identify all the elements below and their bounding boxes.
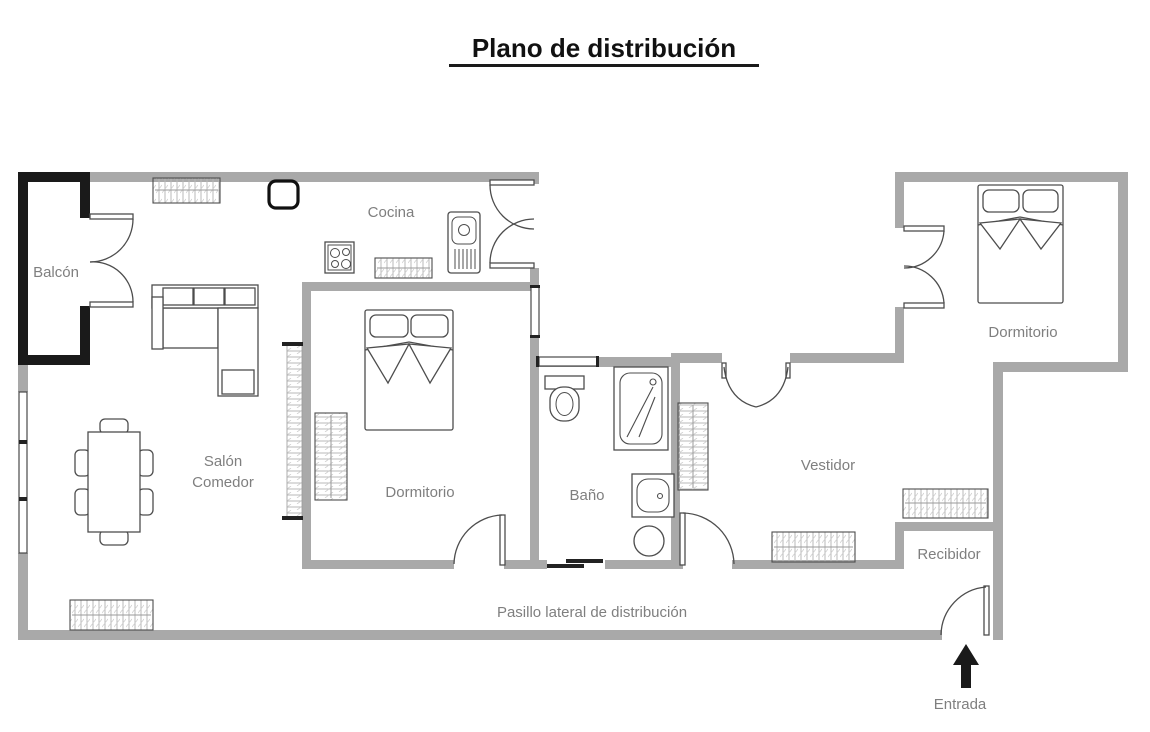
door-balcony-french (89, 213, 134, 308)
door-vestidor-patio-french (721, 362, 791, 408)
radiator-kitchen (374, 257, 433, 279)
page-title-text: Plano de distribución (472, 33, 736, 63)
sink-icon (631, 473, 675, 518)
door-entrance (940, 585, 990, 636)
label-living-1: Salón (204, 453, 242, 470)
radiator-living-top (152, 177, 221, 204)
window-living-room (18, 391, 28, 554)
door-bedroom1 (453, 514, 506, 566)
label-bedroom2: Dormitorio (988, 324, 1057, 341)
dining-table (87, 431, 141, 533)
wardrobe-living-wall (282, 342, 303, 520)
label-bedroom1: Dormitorio (385, 484, 454, 501)
door-bedroom2-french (903, 225, 945, 309)
walls (18, 172, 1128, 640)
stove-icon (324, 241, 355, 274)
bed-bedroom2 (977, 184, 1064, 304)
door-vestidor (679, 512, 735, 566)
label-hall: Recibidor (917, 546, 980, 563)
label-entrance: Entrada (934, 696, 987, 713)
label-dressing: Vestidor (801, 457, 855, 474)
bidet-icon (633, 525, 665, 557)
balcony-walls (18, 172, 90, 365)
bed-bedroom1 (364, 309, 454, 431)
door-bathroom-sliding (547, 559, 603, 568)
dining-table-and-chairs (74, 418, 154, 546)
radiator-bedroom1 (314, 412, 348, 501)
sofa (151, 284, 259, 397)
title-underline (449, 64, 759, 67)
label-bathroom: Baño (569, 487, 604, 504)
wardrobe-vestidor (677, 402, 709, 491)
door-kitchen-french (489, 179, 535, 269)
label-balcony: Balcón (33, 264, 79, 281)
page-title: Plano de distribución (449, 33, 759, 67)
window-bedroom1 (530, 285, 540, 338)
appliance-icon (447, 211, 481, 274)
window-bathroom (536, 356, 599, 367)
toilet-icon (544, 375, 585, 422)
label-living-2: Comedor (192, 474, 254, 491)
label-corridor: Pasillo lateral de distribución (497, 604, 687, 621)
shower-icon (613, 366, 669, 451)
column-fixture (267, 179, 300, 210)
entrance-arrow-icon (953, 644, 979, 688)
radiator-living-bottom (69, 599, 154, 631)
radiator-recibidor (902, 488, 989, 519)
label-kitchen: Cocina (368, 204, 415, 221)
radiator-vestidor (771, 531, 856, 563)
